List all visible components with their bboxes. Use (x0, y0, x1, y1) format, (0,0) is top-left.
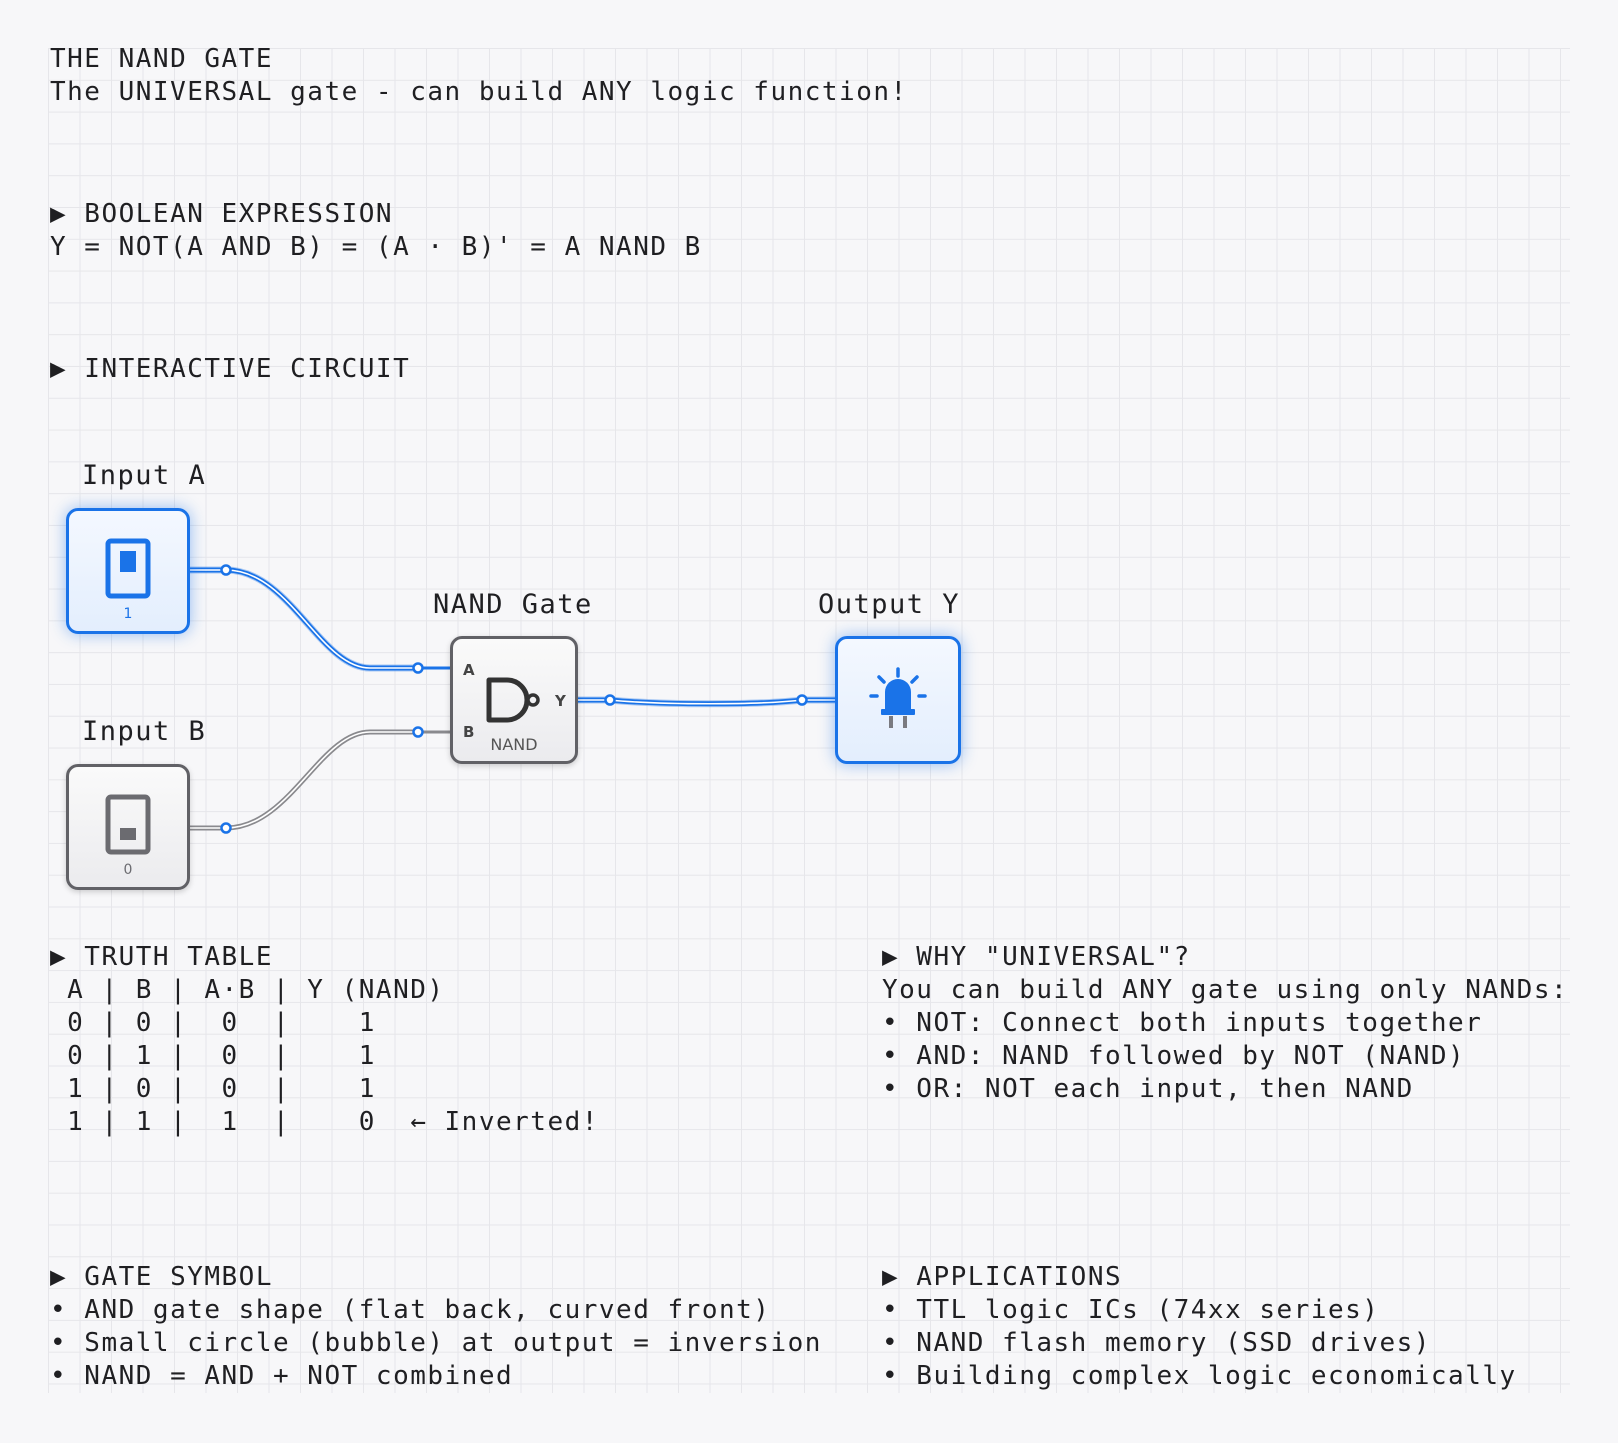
output-led (835, 636, 961, 764)
connector-dot (220, 822, 232, 834)
gate-pin-y: Y (555, 692, 566, 710)
universal-item: • AND: NAND followed by NOT (NAND) (882, 1041, 1466, 1071)
connector-dot (220, 564, 232, 576)
symbol-item: • Small circle (bubble) at output = inve… (50, 1328, 822, 1358)
input-a-label: Input A (82, 460, 207, 491)
truth-table-row: 0 | 1 | 0 | 1 (50, 1041, 376, 1071)
symbol-heading: ▶ GATE SYMBOL (50, 1262, 273, 1292)
symbol-item: • NAND = AND + NOT combined (50, 1361, 514, 1391)
wire-input-b (185, 729, 452, 831)
gate-name: NAND (490, 735, 538, 754)
page-subtitle: The UNIVERSAL gate - can build ANY logic… (50, 77, 908, 107)
switch-on-icon (105, 538, 151, 599)
nand-gate[interactable]: A B Y NAND (450, 636, 578, 764)
truth-table-row: 1 | 1 | 1 | 0 ← Inverted! (50, 1107, 599, 1137)
applications-heading: ▶ APPLICATIONS (882, 1262, 1123, 1292)
connector-dot (604, 694, 616, 706)
truth-table-row: 1 | 0 | 0 | 1 (50, 1074, 376, 1104)
universal-intro: You can build ANY gate using only NANDs: (882, 975, 1569, 1005)
connector-dot (796, 694, 808, 706)
input-b-switch[interactable]: 0 (66, 764, 190, 890)
input-a-value: 1 (123, 606, 133, 622)
boolean-expression: Y = NOT(A AND B) = (A · B)' = A NAND B (50, 232, 702, 262)
nand-gate-icon (486, 677, 540, 723)
page-title: THE NAND GATE (50, 44, 273, 74)
gate-pin-a: A (463, 661, 475, 679)
symbol-item: • AND gate shape (flat back, curved fron… (50, 1295, 771, 1325)
connector-dot (412, 662, 424, 674)
boolean-heading: ▶ BOOLEAN EXPRESSION (50, 199, 394, 229)
output-label: Output Y (818, 589, 961, 620)
gate-pin-b: B (463, 723, 475, 741)
connector-dot (412, 726, 424, 738)
background-grid (48, 48, 1570, 1393)
led-on-icon (869, 667, 927, 728)
universal-item: • NOT: Connect both inputs together (882, 1008, 1483, 1038)
applications-item: • Building complex logic economically (882, 1361, 1517, 1391)
gate-label: NAND Gate (433, 589, 593, 620)
circuit-heading: ▶ INTERACTIVE CIRCUIT (50, 354, 411, 384)
switch-off-icon (105, 794, 151, 855)
wire-input-a (184, 566, 452, 672)
truth-table-header: A | B | A·B | Y (NAND) (50, 975, 445, 1005)
input-b-label: Input B (82, 716, 207, 747)
input-b-value: 0 (123, 862, 133, 878)
input-a-switch[interactable]: 1 (66, 508, 190, 634)
truth-table-heading: ▶ TRUTH TABLE (50, 942, 273, 972)
applications-item: • NAND flash memory (SSD drives) (882, 1328, 1431, 1358)
universal-item: • OR: NOT each input, then NAND (882, 1074, 1414, 1104)
universal-heading: ▶ WHY "UNIVERSAL"? (882, 942, 1191, 972)
applications-item: • TTL logic ICs (74xx series) (882, 1295, 1380, 1325)
truth-table-row: 0 | 0 | 0 | 1 (50, 1008, 376, 1038)
wire-output-y (572, 696, 840, 708)
